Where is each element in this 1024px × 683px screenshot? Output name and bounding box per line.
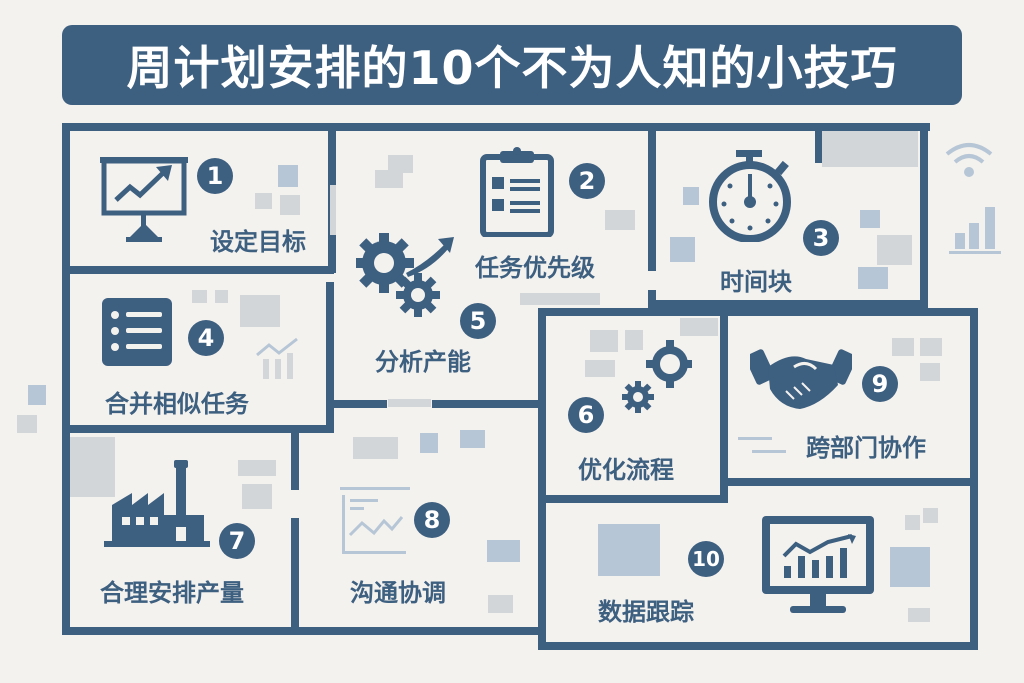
gears-icon [622, 340, 692, 413]
wall [334, 123, 336, 133]
wall [291, 518, 299, 633]
wall [326, 282, 334, 432]
wall [62, 425, 334, 433]
tip-label: 设定目标 [210, 228, 306, 256]
wall [62, 123, 930, 131]
clipboard-checklist-icon [480, 147, 554, 237]
tip-label: 分析产能 [375, 348, 471, 376]
wall [648, 123, 656, 271]
tip-number-badge: 10 [688, 541, 724, 577]
tip-number-badge: 3 [803, 220, 839, 256]
wall [62, 627, 542, 635]
tip-number-badge: 2 [569, 163, 605, 199]
stopwatch-icon [709, 150, 791, 242]
wall [291, 425, 299, 490]
doorway [388, 399, 431, 407]
tip-number-badge: 7 [219, 523, 255, 559]
bar-chart-icon [949, 207, 1001, 254]
tip-number-badge: 9 [862, 366, 898, 402]
tip-label: 优化流程 [578, 456, 674, 484]
tip-number-badge: 8 [414, 502, 450, 538]
monitor-chart-icon [762, 516, 874, 613]
tip-label: 任务优先级 [475, 254, 595, 282]
page-title: 周计划安排的10个不为人知的小技巧 [126, 41, 898, 95]
tip-label: 跨部门协作 [806, 434, 926, 462]
tip-number-badge: 1 [197, 158, 233, 194]
wall [648, 290, 656, 310]
tip-number-badge: 5 [460, 303, 496, 339]
wall [720, 308, 728, 498]
decor-line [752, 450, 786, 453]
wall [655, 300, 928, 308]
presentation-chart-icon [100, 157, 188, 242]
tip-label: 数据跟踪 [598, 598, 694, 626]
tip-label: 合并相似任务 [105, 390, 249, 418]
tip-number-badge: 6 [568, 397, 604, 433]
wall [720, 478, 978, 486]
title-banner: 周计划安排的10个不为人知的小技巧 [62, 25, 962, 105]
decor-line [738, 437, 772, 440]
tip-label: 沟通协调 [350, 579, 446, 607]
line-chart-icon [340, 487, 410, 554]
factory-icon [104, 460, 210, 547]
wall [538, 642, 978, 650]
wall [62, 266, 334, 274]
wall [62, 123, 70, 635]
tip-label: 时间块 [720, 268, 792, 296]
wall [815, 123, 822, 163]
wall [920, 123, 928, 308]
tip-number-badge: 4 [188, 320, 224, 356]
wall [334, 400, 387, 408]
wall [538, 308, 978, 316]
list-icon [102, 298, 172, 366]
trend-chart-icon [256, 337, 298, 379]
wall [538, 495, 728, 503]
gears-arrow-icon [356, 233, 454, 317]
wall [432, 400, 542, 408]
wall [538, 308, 546, 648]
tip-label: 合理安排产量 [100, 579, 244, 607]
handshake-icon [750, 349, 852, 409]
wifi-icon [945, 143, 993, 177]
